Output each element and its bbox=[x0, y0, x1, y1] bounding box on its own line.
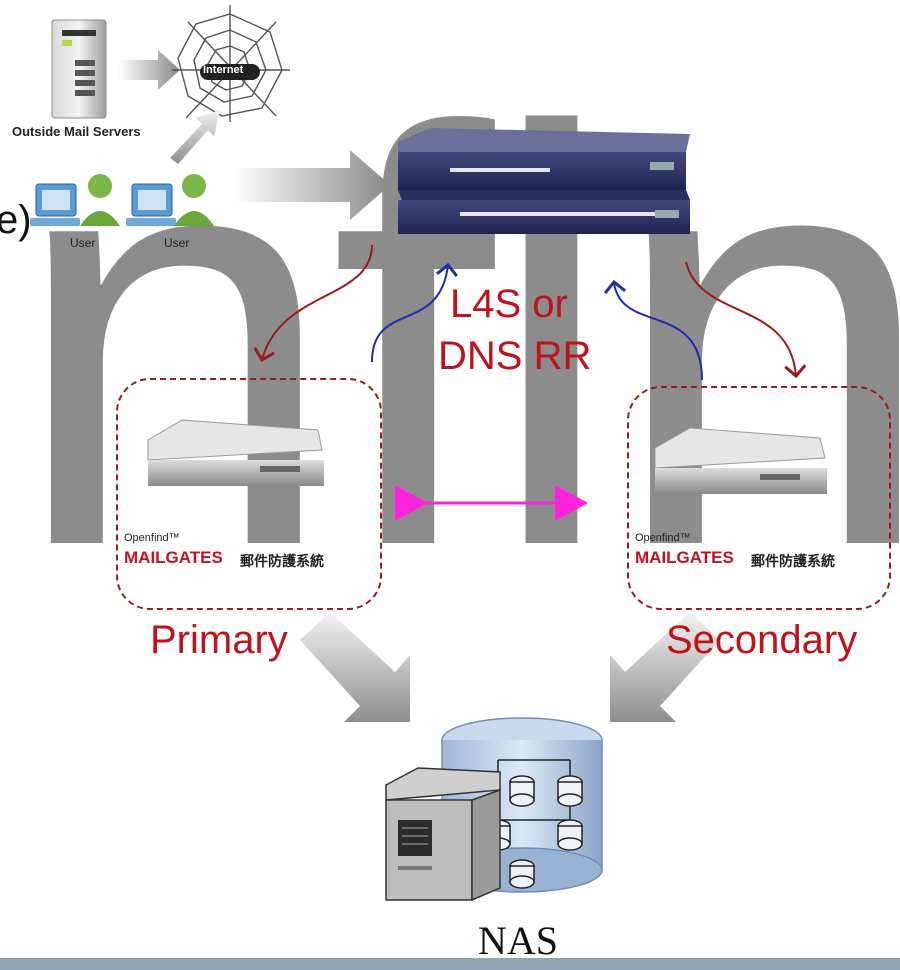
nas-storage-icon bbox=[385, 717, 603, 902]
secondary-brand-small-text: Openfind™ bbox=[635, 532, 691, 544]
user-label-2: User bbox=[164, 236, 190, 250]
primary-brand-small-text: Openfind™ bbox=[124, 532, 180, 544]
primary-brand-cn: 郵件防護系統 bbox=[240, 554, 324, 570]
user-label-1: User bbox=[70, 236, 96, 250]
internet-web-icon bbox=[172, 5, 290, 122]
balancer-label-line1: L4S or bbox=[450, 282, 568, 326]
outside-mail-servers-label: Outside Mail Servers bbox=[12, 124, 141, 139]
secondary-brand-name: MAILGATES bbox=[635, 548, 734, 567]
primary-appliance-icon bbox=[147, 419, 324, 486]
internet-label: Internet bbox=[203, 64, 244, 76]
user-icons bbox=[30, 174, 214, 226]
balancer-label-line2: DNS RR bbox=[438, 334, 592, 378]
secondary-appliance-icon bbox=[654, 427, 827, 494]
primary-role-label: Primary bbox=[150, 618, 288, 662]
primary-group-box bbox=[116, 378, 382, 610]
secondary-role-label: Secondary bbox=[666, 618, 858, 662]
left-partial-text: e) bbox=[0, 198, 32, 242]
l4-switch-icon bbox=[398, 128, 690, 234]
secondary-group-box bbox=[627, 386, 891, 610]
primary-brand-name: MAILGATES bbox=[124, 548, 223, 567]
nas-label: NAS bbox=[478, 918, 559, 963]
secondary-brand-cn: 郵件防護系統 bbox=[751, 554, 835, 570]
outside-mail-server-icon bbox=[51, 19, 107, 119]
footer-bar bbox=[0, 958, 900, 970]
